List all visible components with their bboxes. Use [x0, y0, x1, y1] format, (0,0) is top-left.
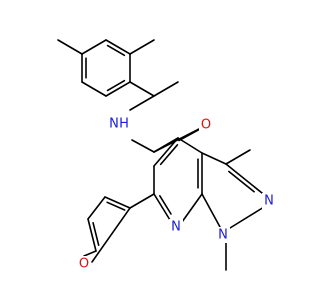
- furan-double-bond-c2-c3: [106, 201, 126, 211]
- pyridine-nitrogen-label: N: [171, 220, 181, 235]
- benzene-bond-2-3: [81, 39, 107, 55]
- amide-nitrogen-label: N: [109, 117, 119, 132]
- carbonyl-oxygen-label: O: [201, 118, 211, 133]
- pyridine-nitrogen-label-bg: [169, 219, 183, 235]
- para-methyl-bond: [57, 39, 83, 55]
- carbonyl-oxygen-label-bg: [199, 117, 213, 133]
- pyridine-bond-n7-c7a: [181, 193, 203, 223]
- pyrazole-n2-label-bg: [262, 193, 276, 209]
- amide-hydrogen-label: H: [119, 117, 129, 132]
- pyridine-bond-c4-c3a: [177, 137, 203, 154]
- furan-bond-o-c2: [91, 207, 131, 263]
- pyridine-bond-c6-n7: [153, 193, 171, 221]
- amide-nh-label-bg: [110, 115, 130, 133]
- pyridine-double-bond-c4-c5: [159, 144, 179, 166]
- pyrazole-double-bond-c3-n2: [228, 170, 255, 193]
- nitrogen-to-carbonyl-bond: [131, 139, 155, 153]
- carbonyl-to-ring-bond: [153, 137, 179, 153]
- bond-group: [57, 39, 265, 271]
- pyrazole-bond-c3-n2: [225, 163, 263, 194]
- benzene-double-bond-1-2: [106, 44, 126, 57]
- molecule-structure-diagram: N H O N N N O: [57, 39, 276, 272]
- pyridine-double-bond-c6-n7: [159, 195, 172, 215]
- pyrazole-n1-label-bg: [216, 227, 230, 243]
- carbonyl-double-bond: [178, 127, 202, 142]
- benzene-bond-4-5: [81, 81, 107, 97]
- pyrazole-n1-label: N: [218, 228, 228, 243]
- pyrazole-n2-label: N: [264, 194, 274, 209]
- furan-oxygen-label: O: [79, 257, 89, 272]
- pyrazole-bond-n1-c7a: [201, 193, 221, 228]
- c3-methyl-bond: [225, 149, 251, 165]
- benzene-bond-1-2: [105, 39, 131, 55]
- benzylic-bond: [129, 81, 155, 97]
- atom-label-group: N H O N N N O: [77, 115, 276, 272]
- chiral-carbon-to-nitrogen-bond: [129, 95, 155, 111]
- pyrazole-bond-n2-n1: [229, 206, 265, 229]
- furan-bond-c4-c5: [87, 218, 97, 252]
- furan-bond-c5-o: [83, 250, 97, 257]
- furan-oxygen-label-bg: [77, 256, 91, 272]
- benzene-double-bond-5-6: [106, 79, 126, 92]
- furan-bond-c3-c4: [87, 196, 106, 220]
- furan-double-bond-c4-c5: [92, 222, 100, 247]
- benzene-bond-5-6: [105, 81, 131, 97]
- furan-bond-c2-c3: [104, 196, 131, 209]
- pyrazole-bond-c3a-c3: [201, 152, 227, 165]
- ortho-methyl-bond: [129, 39, 155, 55]
- pyridine-to-furan-bond: [129, 193, 155, 209]
- alpha-methyl-bond: [153, 81, 179, 97]
- pyridine-bond-c4-c5: [153, 137, 179, 167]
